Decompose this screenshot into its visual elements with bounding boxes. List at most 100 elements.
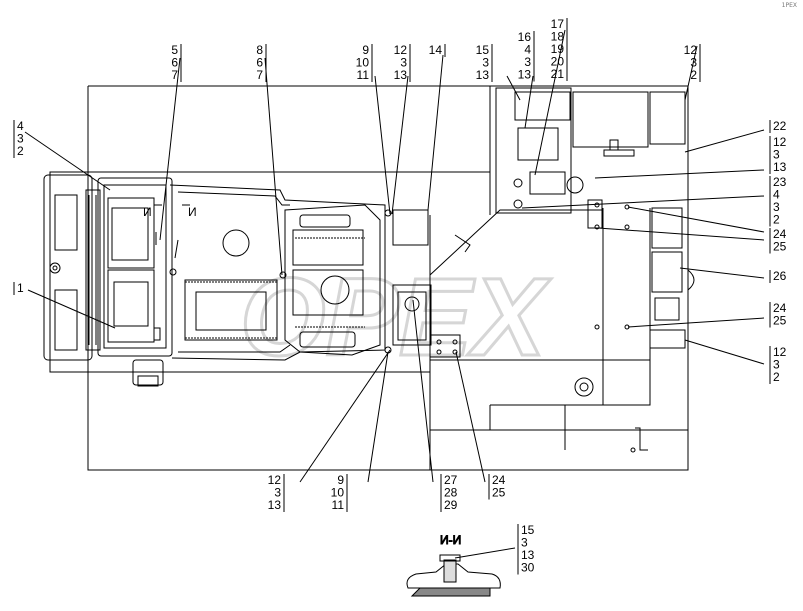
callout-c-8-6-7: 867	[256, 43, 267, 82]
callout-number: 12	[773, 345, 787, 359]
callout-number: 3	[482, 56, 489, 70]
callout-number: 13	[521, 548, 535, 562]
callout-number: 3	[524, 55, 531, 69]
callout-c-22: 22	[769, 119, 787, 133]
watermark-text: OPEX	[240, 256, 551, 379]
callout-number: 10	[331, 486, 345, 500]
callout-number: 7	[256, 68, 263, 82]
callout-number: 13	[394, 68, 408, 82]
callout-number: 12	[394, 43, 408, 57]
callout-number: 24	[492, 473, 506, 487]
callout-number: 4	[773, 188, 780, 202]
callout-number: 2	[773, 213, 780, 227]
callout-number: 19	[551, 42, 565, 56]
callout-number: 21	[551, 67, 565, 81]
callout-number: 24	[773, 301, 787, 315]
callout-number: 23	[773, 175, 787, 189]
callout-number: 4	[17, 119, 24, 133]
section-marker-right: И	[188, 205, 197, 219]
section-view: И-И	[406, 533, 501, 597]
callout-number: 15	[521, 523, 535, 537]
callout-number: 5	[171, 43, 178, 57]
callout-c-5-6-7: 567	[171, 43, 182, 82]
callout-number: 2	[17, 144, 24, 158]
callout-c-1: 1	[13, 281, 24, 295]
callout-number: 3	[773, 148, 780, 162]
callout-number: 20	[551, 55, 565, 69]
callout-number: 16	[518, 30, 532, 44]
callout-number: 22	[773, 119, 787, 133]
callout-number: 7	[171, 68, 178, 82]
callout-number: 15	[476, 43, 490, 57]
callout-number: 3	[773, 358, 780, 372]
callout-number: 8	[256, 43, 263, 57]
callout-number: 10	[356, 56, 370, 70]
callout-number: 27	[444, 473, 458, 487]
callout-number: 9	[337, 473, 344, 487]
watermark: OPEX	[239, 255, 553, 381]
callout-number: 3	[274, 486, 281, 500]
callout-number: 30	[521, 561, 535, 575]
callout-number: 13	[268, 498, 282, 512]
callout-number: 17	[551, 17, 565, 31]
callout-number: 3	[521, 536, 528, 550]
engine-area	[392, 87, 695, 453]
callout-c-14: 14	[429, 43, 446, 57]
callout-number: 13	[518, 68, 532, 82]
callout-number: 2	[690, 68, 697, 82]
callout-c-4-3-2: 432	[13, 119, 24, 158]
callout-number: 12	[684, 43, 698, 57]
dashboard-assembly	[43, 174, 173, 387]
corner-mark: 1PEX	[781, 2, 797, 9]
cab-floor	[169, 184, 392, 361]
callout-number: 25	[773, 314, 787, 328]
leader-lines	[24, 29, 765, 559]
callout-number: 29	[444, 498, 458, 512]
callout-number: 24	[773, 227, 787, 241]
section-title: И-И	[440, 533, 461, 547]
callout-number: 25	[773, 240, 787, 254]
callout-number: 6	[171, 56, 178, 70]
callout-number: 18	[551, 30, 565, 44]
callout-number: 3	[17, 132, 24, 146]
callout-number: 26	[773, 269, 787, 283]
callout-number: 3	[400, 56, 407, 70]
callout-number: 12	[773, 135, 787, 149]
callout-c-26: 26	[769, 269, 787, 283]
section-marker-left: И	[143, 205, 152, 219]
section-markers: И И	[143, 204, 197, 219]
callout-number: 14	[429, 43, 443, 57]
callout-number: 13	[773, 160, 787, 174]
callout-number: 1	[17, 281, 24, 295]
callout-number: 6	[256, 56, 263, 70]
callout-number: 4	[524, 43, 531, 57]
callout-number: 11	[332, 498, 345, 512]
callout-number: 25	[492, 486, 506, 500]
callout-number: 3	[690, 56, 697, 70]
callout-number: 28	[444, 486, 458, 500]
callout-number: 13	[476, 68, 490, 82]
callout-number: 12	[268, 473, 282, 487]
callout-number: 3	[773, 200, 780, 214]
callout-number: 11	[357, 68, 370, 82]
callout-number: 9	[362, 43, 369, 57]
callout-number: 2	[773, 370, 780, 384]
